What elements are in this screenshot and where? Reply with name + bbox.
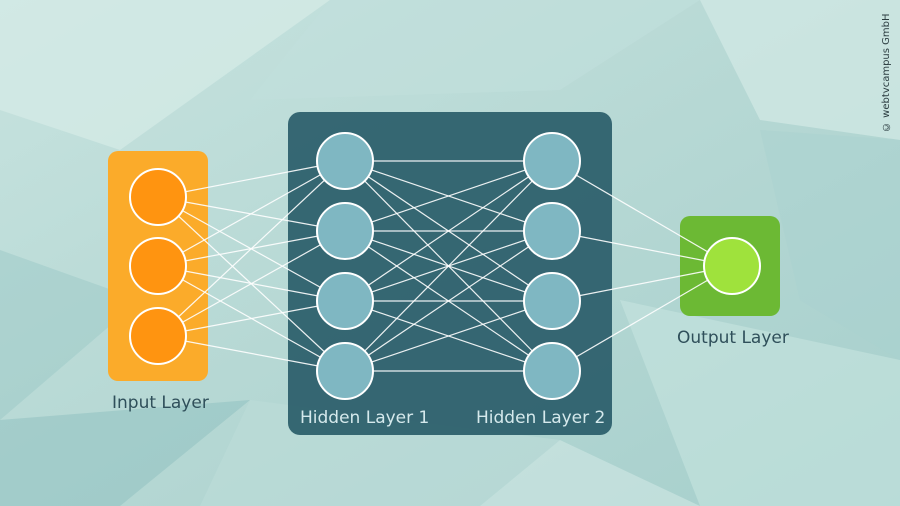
connections bbox=[157, 160, 733, 372]
connection-hidden2-4-to-output-1 bbox=[551, 265, 733, 372]
hidden2-neuron-4 bbox=[523, 342, 581, 400]
input-neuron-2 bbox=[129, 237, 187, 295]
connection-input-3-to-hidden1-1 bbox=[157, 160, 346, 337]
connection-input-3-to-hidden1-2 bbox=[157, 230, 346, 337]
connection-hidden1-4-to-hidden2-1 bbox=[344, 160, 553, 372]
input-layer-label: Input Layer bbox=[112, 393, 209, 413]
hidden2-neuron-1 bbox=[523, 132, 581, 190]
hidden1-neuron-4 bbox=[316, 342, 374, 400]
connection-input-2-to-hidden1-1 bbox=[157, 160, 346, 267]
connection-hidden2-3-to-output-1 bbox=[551, 265, 733, 302]
output-layer-label: Output Layer bbox=[677, 328, 789, 348]
connection-input-3-to-hidden1-4 bbox=[157, 335, 346, 372]
hidden-layer-2-label: Hidden Layer 2 bbox=[476, 408, 606, 428]
output-neuron-1 bbox=[703, 237, 761, 295]
connection-hidden1-4-to-hidden2-2 bbox=[344, 230, 553, 372]
connection-hidden1-2-to-hidden2-1 bbox=[344, 160, 553, 232]
hidden2-neuron-2 bbox=[523, 202, 581, 260]
hidden1-neuron-2 bbox=[316, 202, 374, 260]
hidden-layer-1-label: Hidden Layer 1 bbox=[300, 408, 430, 428]
hidden2-neuron-3 bbox=[523, 272, 581, 330]
connection-hidden1-3-to-hidden2-1 bbox=[344, 160, 553, 302]
input-neuron-3 bbox=[129, 307, 187, 365]
input-neuron-1 bbox=[129, 168, 187, 226]
neurons bbox=[129, 132, 761, 400]
connection-hidden1-4-to-hidden2-3 bbox=[344, 300, 553, 372]
copyright-credit: © webtvcampus GmbH bbox=[881, 13, 892, 133]
connection-input-1-to-hidden1-1 bbox=[157, 160, 346, 198]
connection-input-3-to-hidden1-3 bbox=[157, 300, 346, 337]
connection-hidden2-1-to-output-1 bbox=[551, 160, 733, 267]
connection-hidden2-2-to-output-1 bbox=[551, 230, 733, 267]
hidden1-neuron-1 bbox=[316, 132, 374, 190]
hidden1-neuron-3 bbox=[316, 272, 374, 330]
